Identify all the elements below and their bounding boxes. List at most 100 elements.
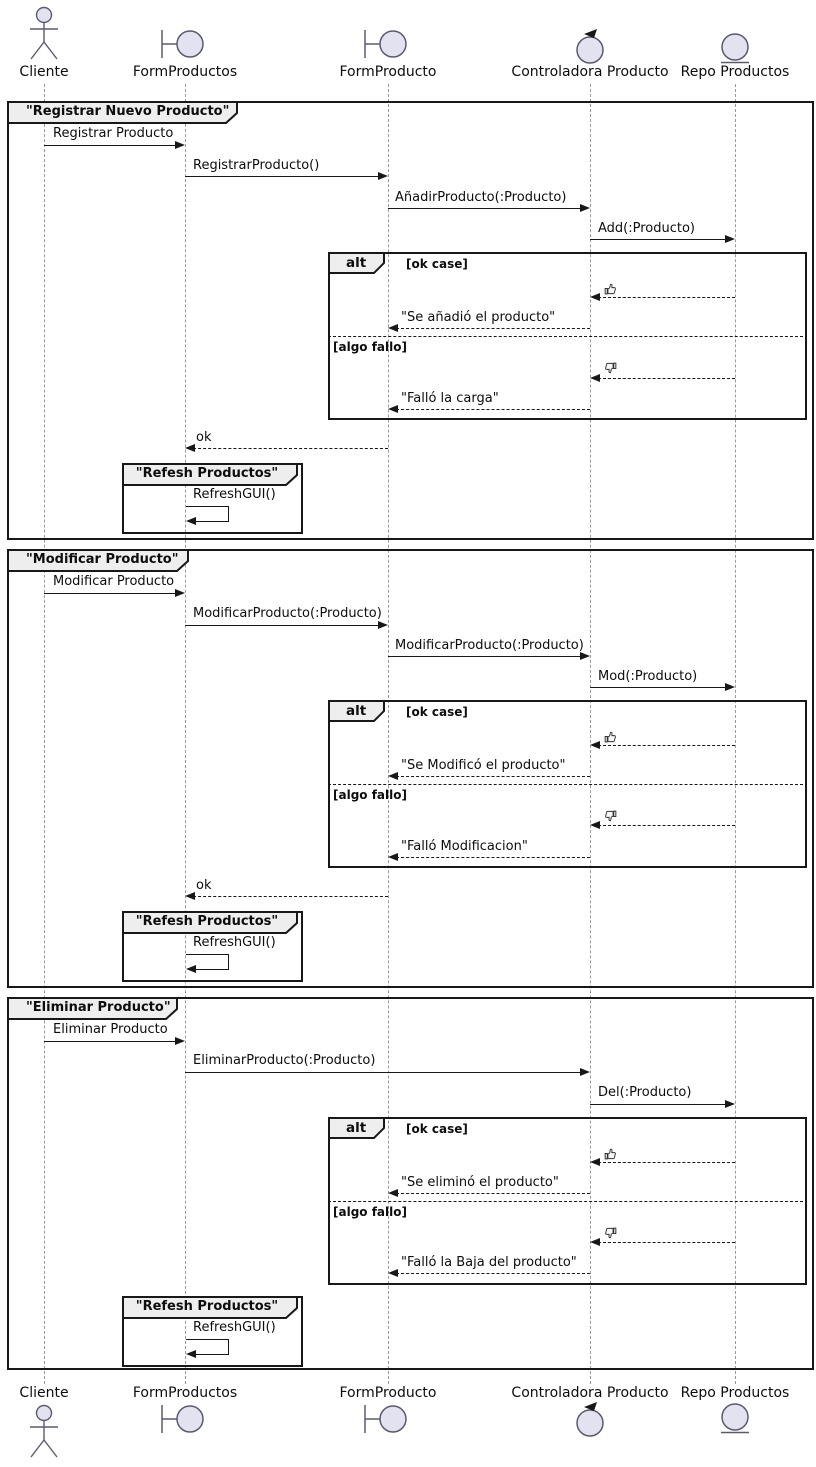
arrowhead bbox=[388, 1269, 398, 1277]
arrowhead bbox=[175, 589, 185, 597]
return-arrow bbox=[598, 297, 735, 298]
message-label: Registrar Producto bbox=[53, 126, 174, 141]
message-label: RefreshGUI() bbox=[193, 935, 276, 950]
arrowhead bbox=[378, 621, 388, 629]
group-header bbox=[7, 549, 189, 572]
arrowhead bbox=[186, 965, 196, 973]
group-title: "Refesh Productos" bbox=[135, 466, 279, 481]
alt-guard-ok: [ok case] bbox=[406, 257, 468, 271]
message-arrow bbox=[185, 176, 379, 177]
arrowhead bbox=[388, 405, 398, 413]
arrowhead bbox=[590, 374, 600, 382]
message-arrow bbox=[590, 687, 726, 688]
return-label: "Se eliminó el producto" bbox=[401, 1175, 559, 1190]
arrowhead bbox=[580, 204, 590, 212]
participant-label-repo: Repo Productos bbox=[680, 64, 790, 80]
arrowhead bbox=[388, 772, 398, 780]
self-arrow-side bbox=[228, 1339, 229, 1354]
lifeline-controladora bbox=[590, 84, 591, 1384]
return-label: "Se Modificó el producto" bbox=[401, 758, 566, 773]
return-arrow bbox=[598, 825, 735, 826]
alt-label: alt bbox=[346, 255, 367, 271]
boundary-icon bbox=[364, 1405, 407, 1433]
message-arrow bbox=[590, 239, 726, 240]
return-arrow bbox=[598, 1242, 735, 1243]
message-label: EliminarProducto(:Producto) bbox=[193, 1053, 376, 1068]
group-title: "Modificar Producto" bbox=[26, 552, 179, 567]
participant-label-repo: Repo Productos bbox=[680, 1385, 790, 1401]
message-arrow bbox=[44, 1041, 177, 1042]
alt-divider bbox=[328, 784, 803, 785]
participant-label-formproductos: FormProductos bbox=[132, 64, 238, 80]
participant-label-formproducto: FormProducto bbox=[339, 64, 437, 80]
arrowhead bbox=[590, 293, 600, 301]
message-label: Del(:Producto) bbox=[598, 1085, 692, 1100]
group-header bbox=[122, 911, 298, 934]
entity-icon bbox=[721, 33, 749, 64]
group-header bbox=[122, 463, 298, 486]
message-label: ModificarProducto(:Producto) bbox=[395, 638, 584, 653]
participant-label-formproducto: FormProducto bbox=[339, 1385, 437, 1401]
participant-label-cliente: Cliente bbox=[19, 64, 69, 80]
alt-divider bbox=[328, 1201, 803, 1202]
participant-label-cliente: Cliente bbox=[19, 1385, 69, 1401]
message-label: Add(:Producto) bbox=[598, 221, 696, 236]
participant-label-controladora: Controladora Producto bbox=[511, 64, 669, 80]
arrowhead bbox=[175, 141, 185, 149]
boundary-icon bbox=[161, 1405, 204, 1433]
actor-icon bbox=[30, 1404, 58, 1458]
group-header bbox=[7, 101, 238, 124]
arrowhead bbox=[590, 1158, 600, 1166]
lifeline-formproductos bbox=[185, 84, 186, 1384]
group-frame-modificar bbox=[7, 549, 814, 988]
self-arrow-top bbox=[186, 1339, 228, 1340]
self-arrow-bottom bbox=[195, 1354, 229, 1355]
arrowhead bbox=[725, 1100, 735, 1108]
group-frame-registrar bbox=[7, 101, 814, 540]
control-icon bbox=[576, 29, 604, 64]
thumb-down-icon bbox=[605, 1227, 617, 1239]
thumb-down-icon bbox=[605, 362, 617, 374]
alt-guard-fail: [algo fallo] bbox=[333, 788, 407, 802]
message-arrow bbox=[44, 145, 177, 146]
actor-icon bbox=[30, 6, 58, 60]
return-arrow bbox=[193, 896, 388, 897]
group-title: "Registrar Nuevo Producto" bbox=[26, 104, 230, 119]
alt-label: alt bbox=[346, 703, 367, 719]
arrowhead bbox=[590, 821, 600, 829]
self-arrow-top bbox=[186, 506, 228, 507]
alt-header bbox=[328, 1117, 385, 1139]
return-arrow bbox=[396, 857, 590, 858]
message-label: RefreshGUI() bbox=[193, 1320, 276, 1335]
lifeline-formproducto bbox=[388, 84, 389, 1384]
self-arrow-bottom bbox=[195, 969, 229, 970]
arrowhead bbox=[725, 235, 735, 243]
message-arrow bbox=[590, 1104, 726, 1105]
entity-icon bbox=[721, 1403, 749, 1434]
return-arrow bbox=[396, 776, 590, 777]
alt-label: alt bbox=[346, 1120, 367, 1136]
arrowhead bbox=[186, 1350, 196, 1358]
return-label: "Se añadió el producto" bbox=[401, 310, 556, 325]
return-arrow bbox=[598, 378, 735, 379]
return-arrow bbox=[396, 328, 590, 329]
arrowhead bbox=[175, 1037, 185, 1045]
arrowhead bbox=[388, 1189, 398, 1197]
arrowhead bbox=[590, 741, 600, 749]
message-arrow bbox=[388, 208, 581, 209]
message-label: RegistrarProducto() bbox=[193, 158, 320, 173]
group-header bbox=[7, 997, 178, 1020]
message-label: Eliminar Producto bbox=[53, 1022, 168, 1037]
alt-divider bbox=[328, 336, 803, 337]
alt-guard-ok: [ok case] bbox=[406, 705, 468, 719]
message-label: Mod(:Producto) bbox=[598, 669, 698, 684]
arrowhead bbox=[580, 1068, 590, 1076]
return-arrow bbox=[598, 745, 735, 746]
arrowhead bbox=[378, 172, 388, 180]
arrowhead bbox=[590, 1238, 600, 1246]
group-title: "Refesh Productos" bbox=[135, 1299, 279, 1314]
control-icon bbox=[576, 1402, 604, 1437]
return-arrow bbox=[396, 1273, 590, 1274]
group-title: "Refesh Productos" bbox=[135, 914, 279, 929]
self-arrow-side bbox=[228, 506, 229, 521]
